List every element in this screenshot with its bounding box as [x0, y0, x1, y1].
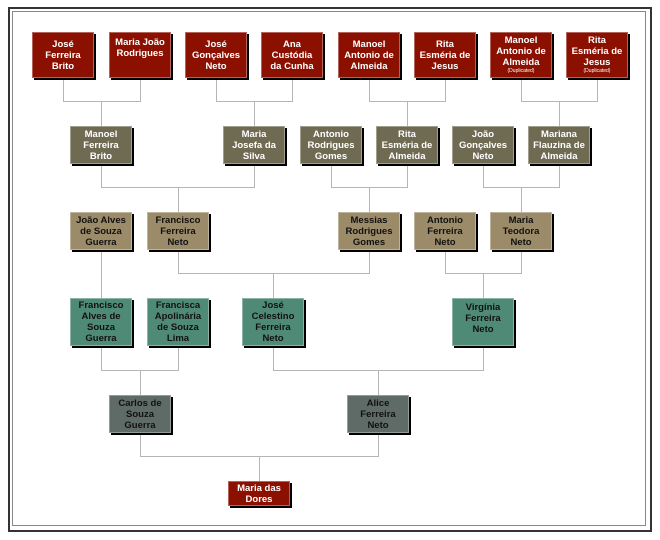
person-name: Alice Ferreira Neto	[360, 397, 396, 431]
connector	[331, 164, 408, 212]
person-name: José Ferreira Brito	[45, 38, 81, 72]
person-name: Maria Josefa da Silva	[232, 128, 276, 162]
person-name: João Gonçalves Neto	[458, 128, 508, 162]
connector	[369, 78, 446, 126]
person-name: Rita Esméria de Almeida	[381, 128, 433, 162]
person-name: Rita Esméria de Jesus	[571, 35, 623, 68]
person-name: Ana Custódia da Cunha	[270, 38, 314, 72]
person-box[interactable]: José Celestino Ferreira Neto	[242, 298, 304, 346]
person-box[interactable]: Antonio Ferreira Neto	[414, 212, 476, 250]
person-box[interactable]: Carlos de Souza Guerra	[109, 395, 171, 433]
person-box[interactable]: Ana Custódia da Cunha	[261, 32, 323, 78]
person-box[interactable]: Messias Rodrigues Gomes	[338, 212, 400, 250]
duplicated-note: (Duplicated)	[583, 68, 611, 74]
connector	[521, 78, 598, 126]
person-box[interactable]: Manoel Antonio de Almeida(Duplicated)	[490, 32, 552, 78]
person-box[interactable]: Manoel Antonio de Almeida	[338, 32, 400, 78]
person-name: Francisco Ferreira Neto	[155, 214, 201, 248]
person-name: Manoel Ferreira Brito	[83, 128, 119, 162]
person-box[interactable]: Maria Teodora Neto	[490, 212, 552, 250]
person-name: Maria das Dores	[237, 482, 281, 505]
outer-frame	[8, 7, 652, 532]
person-name: Francisco Alves de Souza Guerra	[78, 300, 124, 344]
person-box[interactable]: Francisco Alves de Souza Guerra	[70, 298, 132, 346]
connector	[63, 78, 141, 126]
person-name: Virgínia Ferreira Neto	[465, 302, 501, 335]
connector	[445, 250, 522, 298]
person-box[interactable]: Maria João Rodrigues	[109, 32, 171, 78]
person-name: Carlos de Souza Guerra	[118, 397, 162, 431]
person-name: Manoel Antonio de Almeida	[344, 38, 394, 72]
person-box[interactable]: José Ferreira Brito	[32, 32, 94, 78]
person-box[interactable]: Virgínia Ferreira Neto	[452, 298, 514, 346]
person-name: Francisca Apolinária de Souza Lima	[154, 300, 202, 344]
connector	[178, 250, 370, 298]
person-name: Mariana Flauzina de Almeida	[533, 128, 585, 162]
connector	[483, 164, 560, 212]
connector	[101, 346, 179, 395]
person-name: Maria Teodora Neto	[502, 214, 540, 248]
person-box[interactable]: João Alves de Souza Guerra	[70, 212, 132, 250]
person-box[interactable]: José Gonçalves Neto	[185, 32, 247, 78]
person-name: Maria João Rodrigues	[115, 37, 165, 59]
person-box[interactable]: Rita Esméria de Almeida	[376, 126, 438, 164]
person-name: José Gonçalves Neto	[191, 38, 241, 72]
person-box[interactable]: Francisca Apolinária de Souza Lima	[147, 298, 209, 346]
person-name: Manoel Antonio de Almeida	[496, 35, 546, 68]
connector	[140, 433, 379, 481]
person-box[interactable]: Antonio Rodrigues Gomes	[300, 126, 362, 164]
person-box[interactable]: Rita Esméria de Jesus	[414, 32, 476, 78]
person-box[interactable]: Manoel Ferreira Brito	[70, 126, 132, 164]
inner-frame	[12, 11, 646, 526]
person-name: Messias Rodrigues Gomes	[345, 214, 393, 248]
person-name: José Celestino Ferreira Neto	[251, 300, 295, 344]
duplicated-note: (Duplicated)	[507, 68, 535, 74]
person-box[interactable]: João Gonçalves Neto	[452, 126, 514, 164]
person-name: Antonio Ferreira Neto	[427, 214, 463, 248]
person-box[interactable]: Rita Esméria de Jesus(Duplicated)	[566, 32, 628, 78]
person-name: Antonio Rodrigues Gomes	[307, 128, 355, 162]
person-name: João Alves de Souza Guerra	[76, 214, 126, 248]
connector	[273, 346, 484, 395]
connector	[216, 78, 293, 126]
person-box[interactable]: Maria Josefa da Silva	[223, 126, 285, 164]
connector	[101, 164, 255, 212]
person-box[interactable]: Francisco Ferreira Neto	[147, 212, 209, 250]
person-name: Rita Esméria de Jesus	[419, 38, 471, 72]
person-box[interactable]: Mariana Flauzina de Almeida	[528, 126, 590, 164]
person-box-root[interactable]: Maria das Dores	[228, 481, 290, 506]
person-box[interactable]: Alice Ferreira Neto	[347, 395, 409, 433]
